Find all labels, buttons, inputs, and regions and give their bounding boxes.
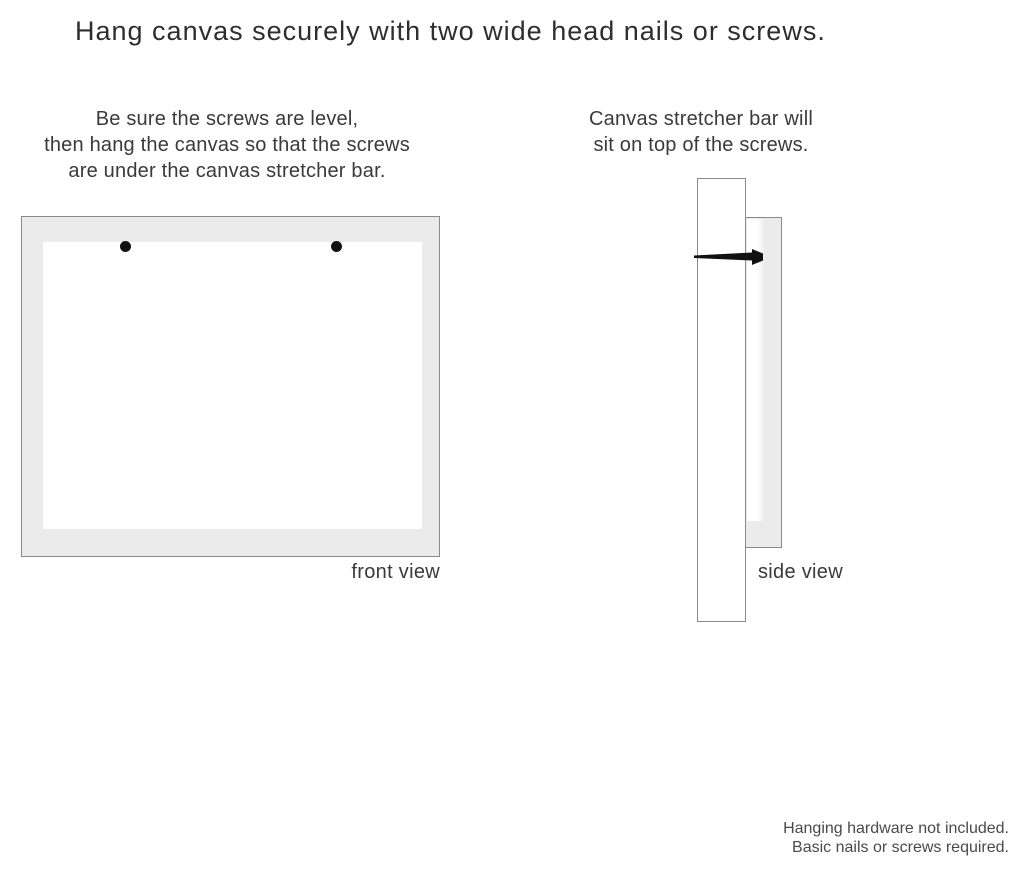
side-view-instructions: Canvas stretcher bar will sit on top of …	[560, 106, 842, 158]
instruction-line: Canvas stretcher bar will	[589, 108, 813, 130]
front-view-label: front view	[351, 561, 440, 583]
nail-head-dot	[120, 241, 131, 252]
instruction-line: are under the canvas stretcher bar.	[68, 160, 386, 182]
instruction-line: sit on top of the screws.	[593, 134, 809, 156]
nail-icon	[694, 249, 763, 265]
front-view-canvas-diagram	[21, 216, 440, 557]
canvas-face	[43, 242, 422, 529]
disclaimer-line: Hanging hardware not included.	[783, 820, 1009, 837]
side-view-canvas	[745, 217, 782, 548]
canvas-edge-highlight	[747, 219, 765, 521]
instruction-line: then hang the canvas so that the screws	[44, 134, 410, 156]
instruction-line: Be sure the screws are level,	[95, 108, 359, 130]
side-view-stretcher-bar	[697, 178, 746, 622]
front-view-instructions: Be sure the screws are level, then hang …	[22, 106, 432, 184]
page-title: Hang canvas securely with two wide head …	[75, 16, 826, 46]
disclaimer-line: Basic nails or screws required.	[792, 839, 1009, 856]
side-view-label: side view	[758, 561, 843, 583]
hardware-disclaimer: Hanging hardware not included. Basic nai…	[783, 819, 1009, 857]
nail-head-dot	[331, 241, 342, 252]
